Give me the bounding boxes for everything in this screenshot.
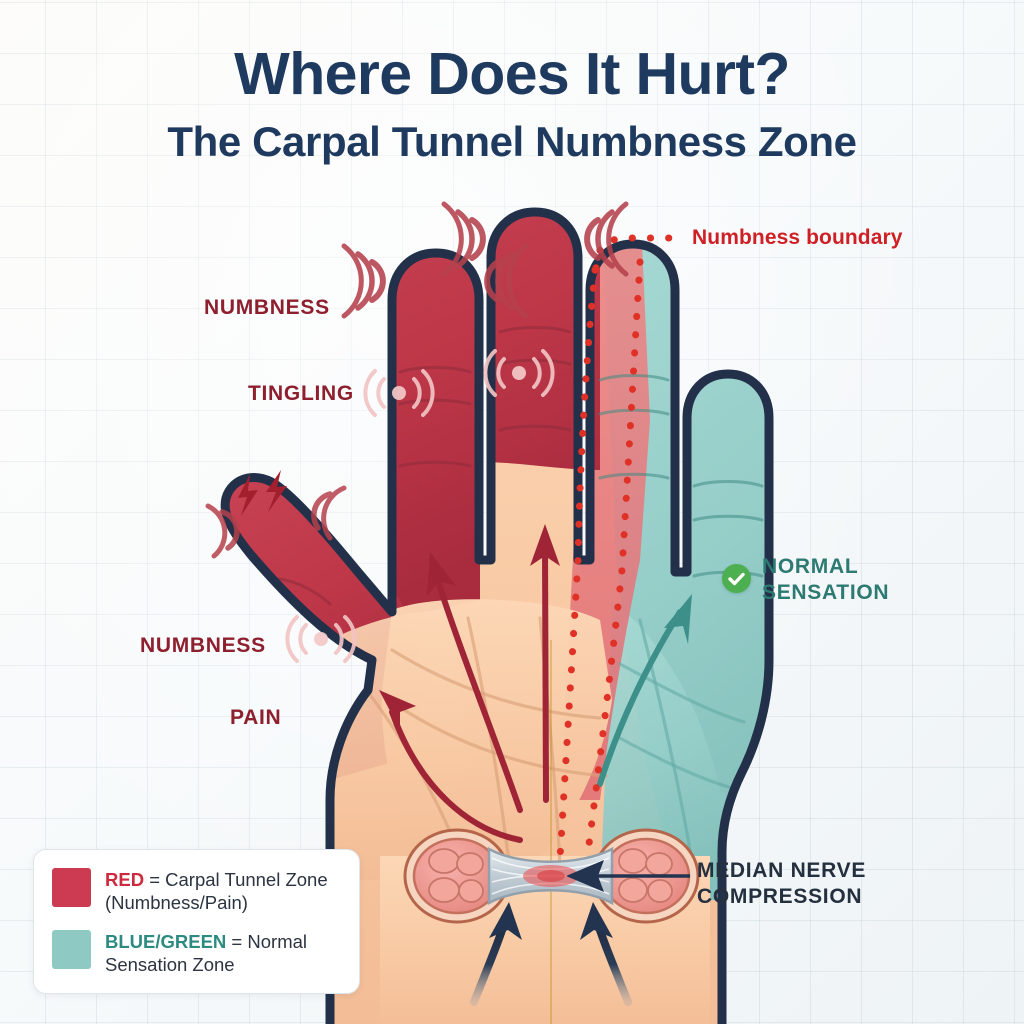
legend-item-teal: BLUE/GREEN = Normal Sensation Zone — [52, 929, 343, 977]
tendon-bundle-left — [403, 828, 511, 924]
waves-middle-right — [584, 201, 629, 277]
waves-thumb-left — [205, 503, 240, 559]
compression-core — [537, 870, 565, 882]
numbness-boundary-line — [556, 234, 682, 862]
waves-thumb-right — [311, 485, 347, 541]
palm-creases-teal — [614, 618, 746, 852]
finger-creases-teal — [598, 374, 764, 578]
normal-arrowhead — [664, 594, 692, 644]
waves-middle-left — [441, 201, 486, 277]
median-nerve-leader-arrowhead — [566, 860, 604, 892]
legend-desc-teal: = Normal Sensation Zone — [105, 930, 307, 975]
legend-item-red: RED = Carpal Tunnel Zone (Numbness/Pain) — [52, 867, 343, 915]
legend-desc-red: = Carpal Tunnel Zone (Numbness/Pain) — [105, 869, 328, 914]
legend-label-teal: BLUE/GREEN = Normal Sensation Zone — [105, 929, 343, 977]
lightning-bolt-icon — [238, 470, 287, 516]
tingling-pulse-middle — [483, 349, 555, 397]
check-circle-icon — [722, 564, 751, 593]
carpal-tunnel-cross-section — [403, 828, 700, 924]
pain-arrowheads — [379, 524, 560, 730]
tingling-pulse-thumb — [285, 615, 357, 663]
legend-swatch-teal — [52, 929, 91, 969]
tingling-pulse-index — [363, 369, 435, 417]
legend-box: RED = Carpal Tunnel Zone (Numbness/Pain)… — [33, 849, 360, 995]
legend-key-teal: BLUE/GREEN — [105, 930, 227, 952]
compression-force-arrowheads — [489, 902, 613, 940]
legend-label-red: RED = Carpal Tunnel Zone (Numbness/Pain) — [105, 867, 343, 915]
tendon-lobes-right — [618, 848, 673, 903]
pain-direction-arrows — [389, 545, 549, 843]
tendon-lobes-left — [428, 848, 484, 903]
legend-swatch-red — [52, 868, 91, 907]
normal-direction-arrow — [597, 609, 683, 787]
hand-outline — [220, 207, 774, 1024]
legend-key-red: RED — [105, 869, 145, 890]
waves-index-right — [484, 243, 529, 319]
waves-index-left — [341, 243, 386, 319]
